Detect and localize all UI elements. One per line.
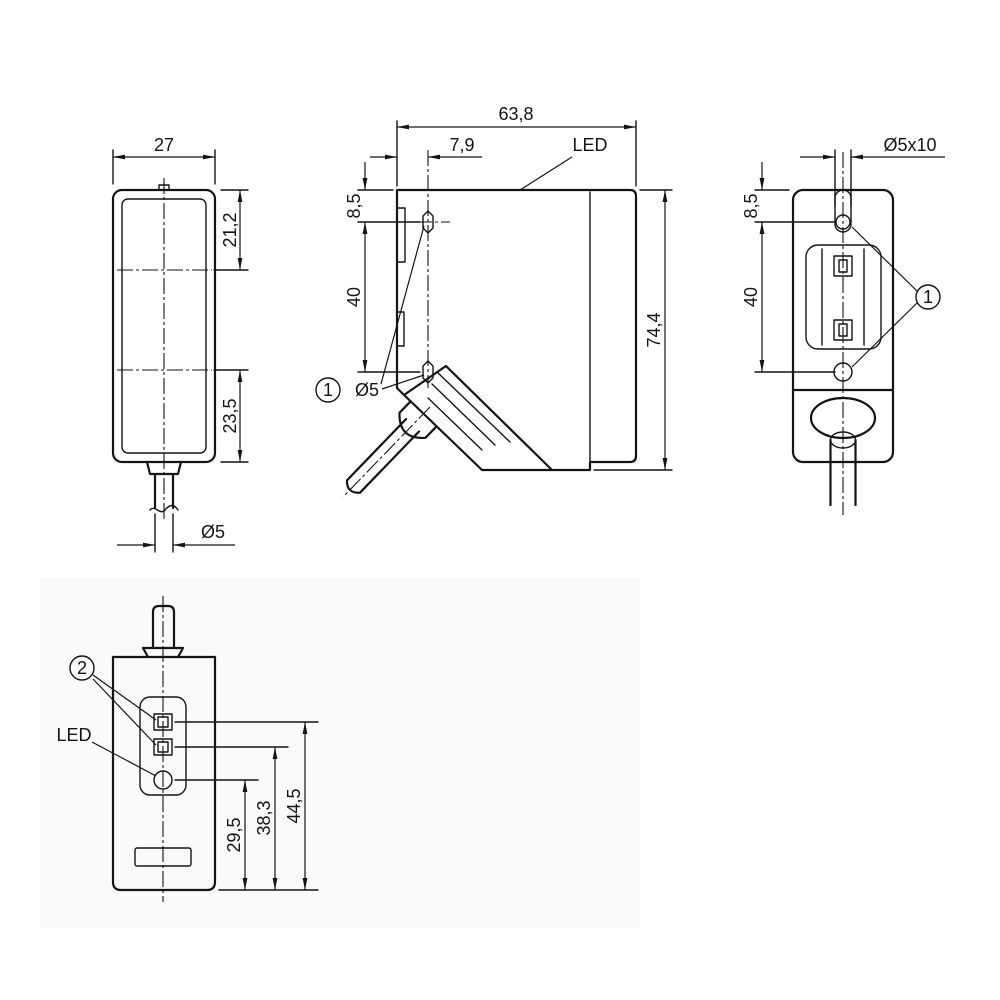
side-led-label: LED <box>572 135 607 155</box>
side-hole-dia-label: Ø5 <box>355 380 379 400</box>
rear-upper-hole <box>835 214 851 230</box>
side-hole-spacing-dim-label: 40 <box>344 287 364 307</box>
rear-view: Ø5x10 8,5 40 1 <box>741 135 945 515</box>
bottom-view: 44,5 38,3 29,5 2 LED <box>56 596 319 902</box>
side-outlet-block-edge <box>402 364 554 472</box>
side-top-hole-dim-label: 8,5 <box>344 193 364 218</box>
rear-callout-leader-lower <box>851 302 918 368</box>
bottom-lower-window <box>153 738 173 756</box>
side-led-leader <box>519 156 573 191</box>
front-cable <box>153 472 175 510</box>
bottom-callout-leader-upper <box>92 674 157 721</box>
rear-recess-outline <box>805 244 882 350</box>
side-length-dim-label: 63,8 <box>498 104 533 124</box>
bottom-callout-circle <box>69 655 95 681</box>
background-panel <box>40 578 640 928</box>
bottom-led-leader <box>91 741 157 777</box>
side-callout-number: 1 <box>323 380 333 400</box>
rear-lower-window <box>833 319 853 341</box>
side-cable-centerline <box>342 406 431 498</box>
rear-upper-window-inner <box>838 259 848 273</box>
side-housing-outline <box>395 188 638 472</box>
bottom-led-dim-label: 29,5 <box>224 817 244 852</box>
bottom-upper-window-inner <box>157 716 169 728</box>
bottom-callout-leader-lower <box>92 678 157 746</box>
rear-callout-number: 1 <box>923 287 933 307</box>
front-view: 27 21,2 23,5 Ø5 <box>111 135 249 553</box>
side-outlet-rib-2 <box>431 383 496 446</box>
bottom-lower-window-inner <box>157 741 169 753</box>
front-upper-dim-label: 21,2 <box>220 212 240 247</box>
rear-cable <box>829 438 857 507</box>
side-view: 63,8 7,9 LED 8,5 40 74,4 1 Ø5 <box>315 104 673 498</box>
side-hole-leader-upper <box>380 225 425 385</box>
side-height-dim-label: 74,4 <box>644 312 664 347</box>
front-width-dim-label: 27 <box>154 135 174 155</box>
bottom-led-indicator <box>153 770 173 790</box>
bottom-label-slot <box>134 847 192 867</box>
bottom-upper-window <box>153 713 173 731</box>
side-callout-circle <box>315 377 341 403</box>
rear-upper-window <box>833 255 853 277</box>
front-cable-dim-label: Ø5 <box>201 522 225 542</box>
bottom-upper-window-dim-label: 44,5 <box>284 788 304 823</box>
side-offset-dim-label: 7,9 <box>449 135 474 155</box>
front-cable-extension-lines <box>154 513 174 553</box>
side-outlet-rib-1 <box>427 397 483 451</box>
bottom-housing-outline <box>111 655 217 892</box>
side-outlet-rib-3 <box>436 371 511 443</box>
rear-top-hole-dim-label: 8,5 <box>741 193 761 218</box>
rear-callout-circle <box>915 284 941 310</box>
front-cable-collar <box>145 460 183 476</box>
side-hole-leader-lower <box>381 374 425 390</box>
rear-mounting-slot <box>834 189 852 233</box>
bottom-lower-window-dim-label: 38,3 <box>254 800 274 835</box>
bottom-callout-number: 2 <box>77 658 87 678</box>
side-upper-rib <box>396 207 406 263</box>
bottom-connector-recess <box>139 696 187 796</box>
front-lower-dim-label: 23,5 <box>220 398 240 433</box>
rear-hole-spacing-dim-label: 40 <box>741 287 761 307</box>
rear-callout-leader-upper <box>851 226 918 292</box>
rear-lower-window-inner <box>838 323 848 337</box>
front-cable-break-mark <box>149 504 179 513</box>
rear-cable-gland <box>809 396 877 440</box>
bottom-led-label: LED <box>56 725 91 745</box>
rear-slot-dim-label: Ø5x10 <box>883 135 936 155</box>
